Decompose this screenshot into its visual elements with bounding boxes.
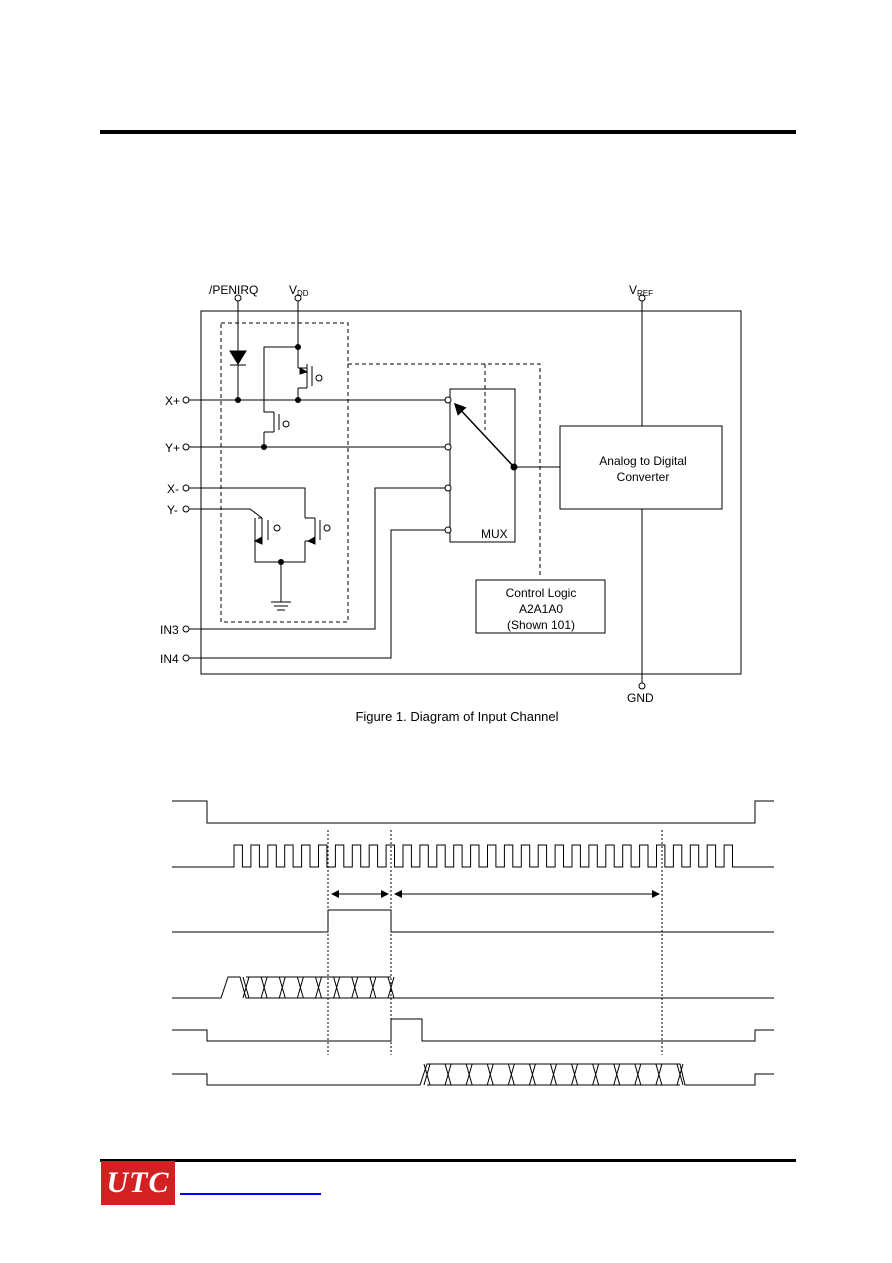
bit-transition <box>655 1063 663 1086</box>
pin-in4-label: IN4 <box>160 652 179 666</box>
switch-dashed-box <box>220 322 349 623</box>
pin-yminus-label: Y- <box>167 503 178 517</box>
pin-yplus-label: Y+ <box>165 441 180 455</box>
bit-transition <box>387 976 395 999</box>
junction-dots <box>235 344 518 565</box>
bit-transition <box>315 976 322 999</box>
timing-diagram <box>172 800 774 1086</box>
bit-transition <box>592 1063 600 1086</box>
bit-transition <box>634 1063 642 1086</box>
pin-terminals <box>182 294 646 690</box>
bit-transition <box>486 1063 494 1086</box>
dout-bit-cells <box>423 1063 684 1086</box>
pin-gnd-label: GND <box>627 691 654 705</box>
din-bit-cells <box>242 976 395 999</box>
signal-clock <box>172 844 774 868</box>
adc-label-line2: Converter <box>617 470 670 484</box>
mux-box <box>449 388 516 543</box>
input-channel-diagram <box>189 301 742 683</box>
bit-transition <box>369 976 377 999</box>
bit-transition <box>676 1063 684 1086</box>
pin-xplus-label: X+ <box>165 394 180 408</box>
bit-transition <box>613 1063 621 1086</box>
bit-transition <box>242 976 250 999</box>
bit-transition <box>260 976 268 999</box>
bit-transition <box>507 1063 515 1086</box>
chip-outline <box>200 310 742 675</box>
bit-transition <box>465 1063 473 1086</box>
pin-penirq-label: /PENIRQ <box>209 283 258 297</box>
control-dashed-path <box>348 363 541 578</box>
header-rule <box>100 130 796 134</box>
adc-label-line1: Analog to Digital <box>599 454 686 468</box>
control-label-line3: (Shown 101) <box>507 618 575 632</box>
control-label-line2: A2A1A0 <box>519 602 563 616</box>
pin-vref-label: VREF <box>629 283 653 298</box>
bit-transition <box>571 1063 579 1086</box>
bit-transition <box>423 1063 431 1086</box>
signal-busy <box>172 1018 774 1042</box>
bit-transition <box>550 1063 557 1086</box>
website-link[interactable] <box>180 1192 321 1195</box>
pin-vdd-label: VDD <box>289 283 309 298</box>
pin-xminus-label: X- <box>167 482 179 496</box>
bit-transition <box>333 976 341 999</box>
bit-transition <box>278 976 286 999</box>
signal-dout <box>172 1063 774 1086</box>
signal-acquire <box>172 909 774 933</box>
utc-logo: UTC <box>101 1161 175 1205</box>
mux-label: MUX <box>481 527 508 541</box>
footer-rule <box>100 1159 796 1162</box>
signal-cs <box>172 800 774 824</box>
control-logic-box <box>475 579 606 634</box>
bit-transition <box>528 1063 536 1086</box>
control-label-line1: Control Logic <box>506 586 577 600</box>
bit-transition <box>351 976 359 999</box>
figure1-caption: Figure 1. Diagram of Input Channel <box>355 709 558 724</box>
bit-transition <box>444 1063 452 1086</box>
bit-transition <box>296 976 304 999</box>
pin-in3-label: IN3 <box>160 623 179 637</box>
